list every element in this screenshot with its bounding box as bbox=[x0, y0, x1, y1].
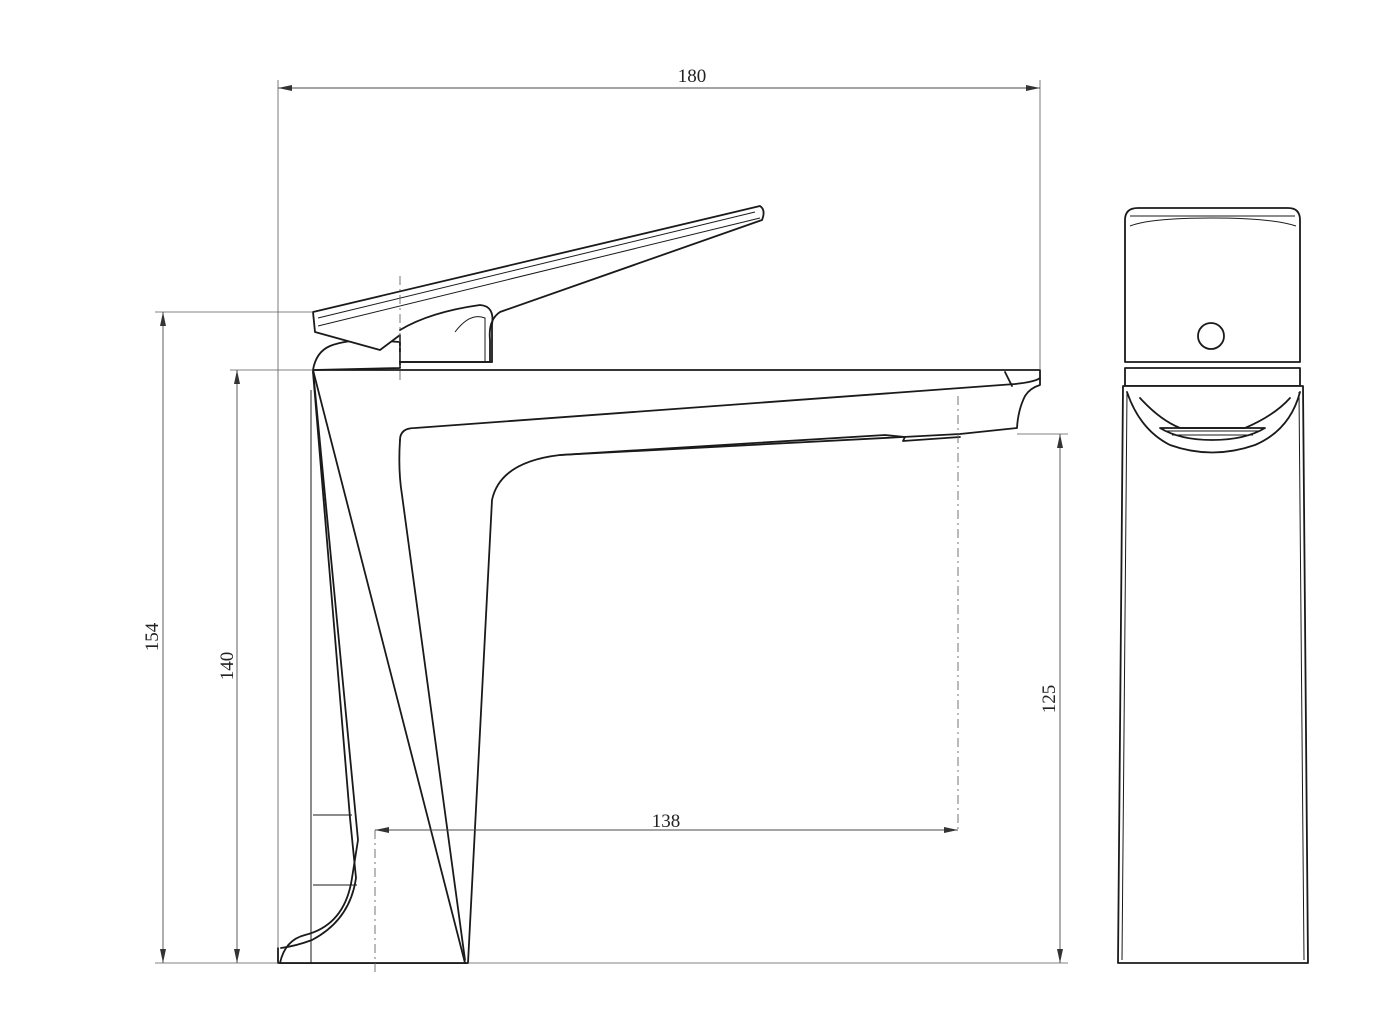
spout-top-edge bbox=[399, 377, 1041, 441]
handle-hub bbox=[454, 316, 486, 362]
handle-top-line bbox=[317, 211, 756, 319]
front-handle-indicator-icon bbox=[1197, 322, 1225, 350]
dim-180-label: 180 bbox=[678, 66, 707, 87]
dim-180-arrow-right bbox=[1026, 85, 1040, 91]
front-collar bbox=[1124, 367, 1301, 387]
dim-138-arrow-left bbox=[375, 827, 389, 833]
dim-140-arrow-bottom bbox=[234, 949, 240, 963]
dim-154-arrow-bottom bbox=[160, 949, 166, 963]
dim-138-arrow-right bbox=[944, 827, 958, 833]
handle-neck bbox=[399, 304, 494, 363]
dim-138-label: 138 bbox=[652, 811, 681, 832]
front-body-inner-left bbox=[1121, 391, 1128, 961]
dim-125-label: 125 bbox=[1039, 685, 1060, 714]
front-aerator bbox=[1159, 427, 1266, 441]
front-body-inner-right bbox=[1298, 391, 1305, 961]
front-view bbox=[1117, 207, 1309, 964]
handle-lever bbox=[312, 205, 765, 363]
dim-140-label: 140 bbox=[217, 652, 238, 681]
front-spout-outlet bbox=[1126, 391, 1301, 454]
dim-180-arrow-left bbox=[278, 85, 292, 91]
dim-154-arrow-top bbox=[160, 312, 166, 326]
dim-140-arrow-top bbox=[234, 370, 240, 384]
dim-125-arrow-top bbox=[1057, 434, 1063, 448]
body-back-contour bbox=[280, 371, 357, 949]
front-handle-bevel bbox=[1129, 217, 1297, 227]
side-view bbox=[277, 205, 1041, 972]
handle-top-line-2 bbox=[317, 217, 761, 327]
dim-125-arrow-bottom bbox=[1057, 949, 1063, 963]
dimension-lines: 180 154 140 125 138 bbox=[142, 66, 1068, 964]
spout-tip bbox=[1004, 371, 1013, 387]
faucet-body bbox=[279, 369, 1041, 964]
dim-154-label: 154 bbox=[142, 622, 163, 651]
body-inner-arch bbox=[398, 439, 466, 961]
front-handle-block bbox=[1124, 207, 1301, 363]
front-body bbox=[1117, 385, 1309, 964]
spout-underside bbox=[559, 434, 961, 456]
body-front-edge bbox=[312, 369, 466, 964]
